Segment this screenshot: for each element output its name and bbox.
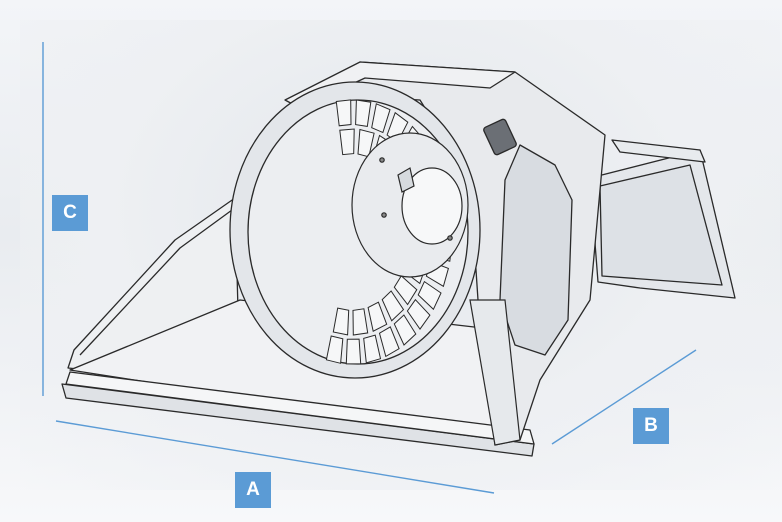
housing-leg [469,299,521,446]
lattice-cell [381,290,405,322]
housing-window [499,144,573,356]
lattice-cell [332,307,350,336]
lattice-cell [345,338,362,365]
lattice-cell [335,99,352,127]
lattice-cell [371,103,391,134]
lattice-cell [393,314,417,346]
cutting-edge-top [65,371,535,445]
lattice-cell [406,298,431,330]
dimension-badge-a: A [235,472,271,508]
dimension-line-a [55,420,495,494]
rear-flange-inner [599,164,723,286]
lattice-cell [378,326,400,358]
hub-bolt [381,212,387,218]
hub-bolt [379,157,385,163]
lattice-cell [352,308,369,336]
lattice-cell [417,280,442,311]
hub-key-slot [397,167,415,193]
hub-bolt [447,235,453,241]
lattice-cell [355,99,372,127]
lattice-cell [339,128,355,156]
drum-hub [351,132,469,278]
hub-bore [401,167,463,245]
rear-tail-plate [611,139,706,163]
dimension-badge-b: B [633,408,669,444]
dimension-line-b [551,349,697,445]
lattice-cell [367,301,388,332]
left-wall-edge [79,209,233,356]
brand-plate [483,118,517,156]
lattice-cell [357,128,375,158]
lattice-cell [325,335,344,364]
lattice-cell [363,334,382,364]
lattice-cell [393,275,418,306]
dimension-badge-c: C [52,195,88,231]
